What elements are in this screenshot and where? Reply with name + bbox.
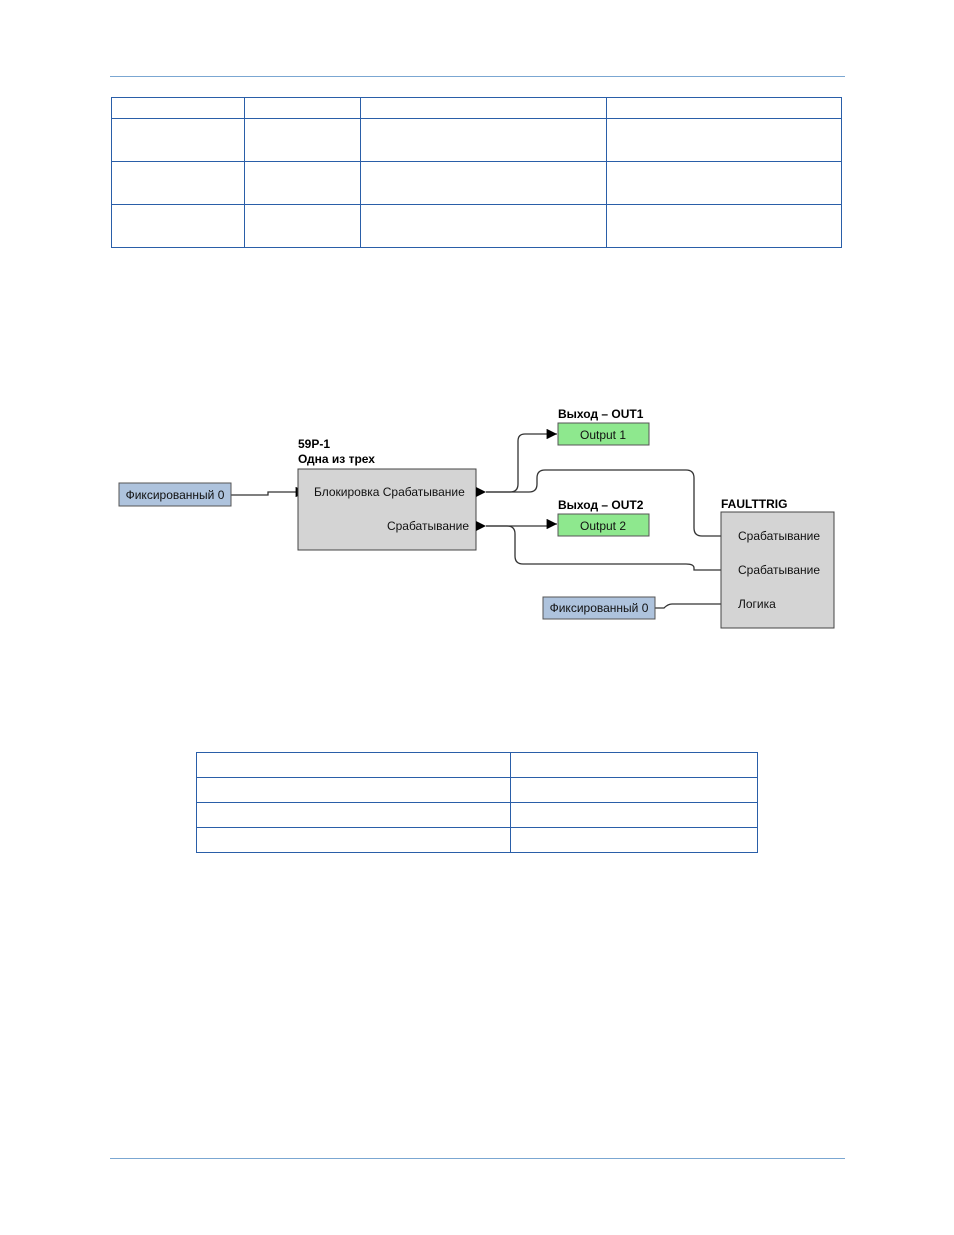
table-row (111, 118, 842, 162)
header-rule (110, 76, 845, 77)
table-row (196, 777, 758, 803)
out1-label: Output 1 (580, 428, 626, 442)
faulttrig-title: FAULTTRIG (721, 497, 787, 511)
output-block-out2: Выход – OUT2 Output 2 (557, 498, 650, 537)
faulttrig-input-2: Срабатывание (738, 563, 820, 577)
faulttrig-input-1: Срабатывание (738, 529, 820, 543)
table-row (111, 204, 842, 248)
table-row (196, 802, 758, 828)
table-row (196, 827, 758, 853)
wire-fixed1-to-block (231, 486, 306, 498)
block-59p-subtitle: Одна из трех (298, 452, 375, 466)
out2-title: Выход – OUT2 (558, 498, 644, 512)
faulttrig-block: FAULTTRIG Срабатывание Срабатывание Логи… (720, 497, 835, 629)
table-row (111, 161, 842, 205)
connection-wires (231, 428, 732, 610)
block-59p-input-label: Блокировка Срабатывание (314, 485, 465, 499)
bottom-table (196, 752, 758, 853)
out1-title: Выход – OUT1 (558, 407, 644, 421)
output-arrow-icon (476, 487, 486, 497)
block-59p-1: 59P-1 Одна из трех Блокировка Срабатыван… (297, 437, 486, 551)
fixed-input-2-label: Фиксированный 0 (550, 601, 649, 615)
out2-label: Output 2 (580, 519, 626, 533)
faulttrig-input-3: Логика (738, 597, 776, 611)
output-block-out1: Выход – OUT1 Output 1 (557, 407, 650, 446)
fixed-input-block-2: Фиксированный 0 (542, 596, 656, 620)
wire-block-to-out1 (486, 428, 557, 493)
top-table (111, 97, 842, 248)
table-row (196, 752, 758, 778)
fixed-input-1-label: Фиксированный 0 (126, 488, 225, 502)
wire-block-to-faulttrig-2 (486, 525, 732, 576)
wire-block-to-out2 (486, 518, 557, 530)
output-arrow-icon (476, 521, 486, 531)
wire-block-to-faulttrig-1 (486, 469, 732, 542)
fixed-input-block-1: Фиксированный 0 (118, 482, 232, 507)
block-59p-title: 59P-1 (298, 437, 330, 451)
wire-fixed2-to-faulttrig (655, 598, 732, 610)
block-59p-output-label: Срабатывание (387, 519, 469, 533)
footer-rule (110, 1158, 845, 1159)
